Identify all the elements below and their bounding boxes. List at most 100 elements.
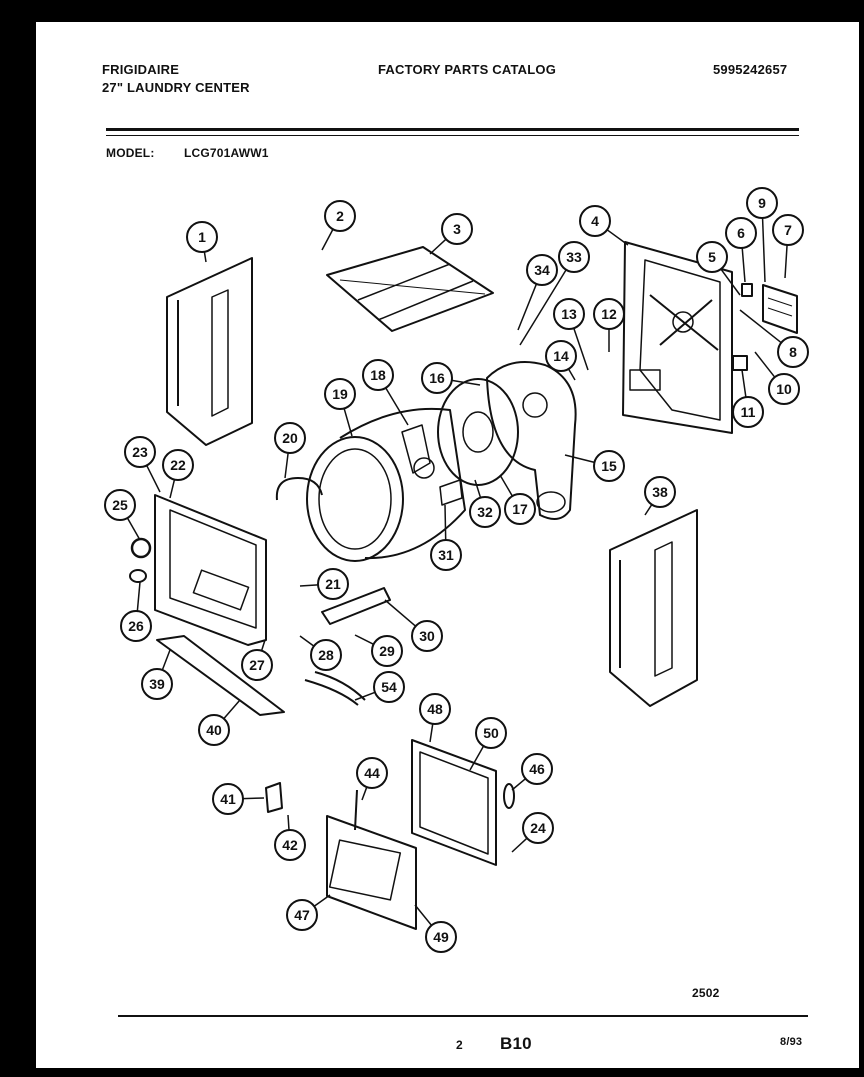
- callout-leader-34: [517, 283, 538, 331]
- door-frame: [411, 739, 497, 866]
- callout-bubble-34: [526, 254, 558, 286]
- callout-number-3: 3: [453, 221, 461, 237]
- callout-leader-18: [385, 387, 409, 426]
- callout-bubble-42: [274, 829, 306, 861]
- callout-number-39: 39: [149, 676, 165, 692]
- door-latch: [265, 782, 283, 813]
- page-number: 2: [456, 1038, 463, 1052]
- callout-number-33: 33: [566, 249, 582, 265]
- part-6-block: [741, 283, 753, 297]
- callout-number-40: 40: [206, 722, 222, 738]
- part-30-strip: [321, 587, 391, 625]
- callout-number-34: 34: [534, 262, 550, 278]
- callout-number-8: 8: [789, 344, 797, 360]
- callout-bubble-4: [579, 205, 611, 237]
- callout-leader-14: [567, 368, 576, 381]
- callout-bubble-41: [212, 783, 244, 815]
- callout-leader-38: [644, 504, 653, 516]
- model-label: MODEL:: [106, 146, 155, 160]
- callout-number-16: 16: [429, 370, 445, 386]
- callout-number-18: 18: [370, 367, 386, 383]
- callout-bubble-23: [124, 436, 156, 468]
- callout-leader-16: [451, 379, 481, 386]
- callout-number-23: 23: [132, 444, 148, 460]
- drum: [306, 407, 466, 562]
- callout-bubble-24: [522, 812, 554, 844]
- callout-bubble-18: [362, 359, 394, 391]
- callout-leader-32: [474, 479, 482, 498]
- callout-number-50: 50: [483, 725, 499, 741]
- callout-bubble-2: [324, 200, 356, 232]
- callout-leader-39: [161, 649, 171, 671]
- callout-bubble-22: [162, 449, 194, 481]
- callout-leader-44: [361, 786, 368, 801]
- callout-number-13: 13: [561, 306, 577, 322]
- header-rule-thin: [106, 135, 799, 136]
- callout-number-12: 12: [601, 306, 617, 322]
- brand-name: FRIGIDAIRE: [102, 62, 180, 77]
- callout-bubble-28: [310, 639, 342, 671]
- callout-number-20: 20: [282, 430, 298, 446]
- date-code: 8/93: [780, 1036, 803, 1048]
- callout-number-5: 5: [708, 249, 716, 265]
- callout-bubble-31: [430, 539, 462, 571]
- callout-leader-9: [761, 217, 766, 283]
- callout-bubble-48: [419, 693, 451, 725]
- model-number: LCG701AWW1: [184, 146, 269, 160]
- callout-number-15: 15: [601, 458, 617, 474]
- callout-bubble-11: [732, 396, 764, 428]
- part-11-block: [732, 355, 748, 371]
- callout-leader-15: [564, 454, 595, 464]
- callout-leader-8: [739, 309, 782, 344]
- callout-bubble-25: [104, 489, 136, 521]
- callout-bubble-44: [356, 757, 388, 789]
- callout-bubble-30: [411, 620, 443, 652]
- rear-bracket: [762, 284, 798, 334]
- callout-number-32: 32: [477, 504, 493, 520]
- callout-number-48: 48: [427, 701, 443, 717]
- drum-front-bulkhead: [437, 378, 519, 486]
- kickplate: [156, 635, 285, 716]
- callout-bubble-15: [593, 450, 625, 482]
- callout-leader-54: [354, 691, 376, 701]
- callout-leader-17: [499, 474, 514, 497]
- callout-number-9: 9: [758, 195, 766, 211]
- section-code: B10: [500, 1034, 532, 1053]
- callout-number-44: 44: [364, 765, 380, 781]
- callout-bubble-9: [746, 187, 778, 219]
- callout-leader-3: [429, 238, 447, 255]
- callout-bubble-20: [274, 422, 306, 454]
- callout-number-31: 31: [438, 547, 454, 563]
- callout-leader-31: [444, 504, 447, 541]
- callout-number-28: 28: [318, 647, 334, 663]
- catalog-number: 5995242657: [713, 62, 788, 77]
- callout-bubble-5: [696, 241, 728, 273]
- callout-bubble-17: [504, 493, 536, 525]
- callout-leader-13: [573, 327, 589, 371]
- callout-leader-41: [242, 797, 265, 800]
- callout-bubble-32: [469, 496, 501, 528]
- callout-bubble-7: [772, 214, 804, 246]
- callout-bubble-26: [120, 610, 152, 642]
- callout-leader-28: [299, 635, 315, 647]
- callout-number-41: 41: [220, 791, 236, 807]
- callout-number-4: 4: [591, 213, 599, 229]
- callout-number-42: 42: [282, 837, 298, 853]
- callout-bubble-27: [241, 649, 273, 681]
- callout-leader-10: [754, 351, 776, 378]
- callout-leader-24: [511, 837, 528, 853]
- callout-bubble-49: [425, 921, 457, 953]
- callout-bubble-38: [644, 476, 676, 508]
- callout-leader-6: [741, 247, 746, 283]
- callout-number-1: 1: [198, 229, 206, 245]
- callout-leader-7: [784, 244, 788, 279]
- callout-leader-46: [511, 778, 526, 791]
- callout-bubble-8: [777, 336, 809, 368]
- callout-number-25: 25: [112, 497, 128, 513]
- callout-bubble-50: [475, 717, 507, 749]
- callout-number-46: 46: [529, 761, 545, 777]
- callout-number-49: 49: [433, 929, 449, 945]
- callout-bubble-33: [558, 241, 590, 273]
